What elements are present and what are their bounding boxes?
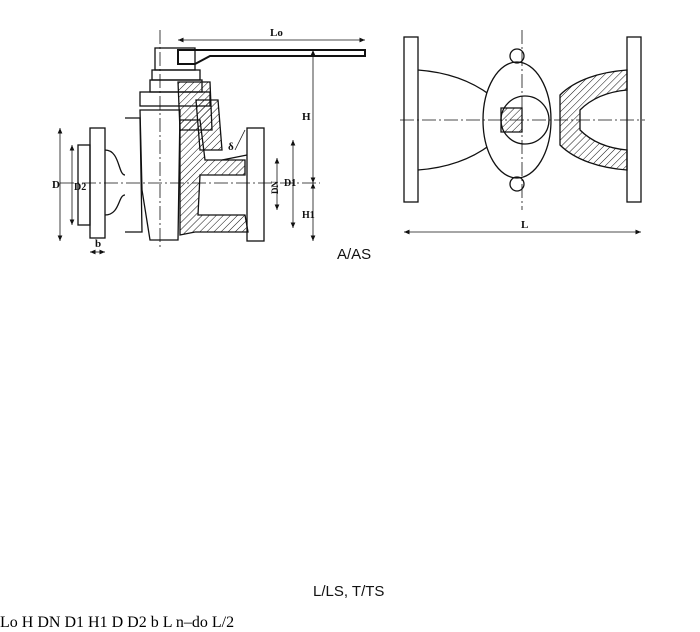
valve-drawing-sheet: Lo H δ DN D1 H1 D D2 b L [0, 27, 645, 631]
label-d: D [52, 179, 60, 191]
label-h: H [21, 614, 34, 631]
caption-l-ls-t-ts: L/LS, T/TS [313, 583, 385, 600]
handle-lever [177, 49, 366, 65]
label-dn: DN [37, 614, 61, 631]
label-lo: Lo [270, 27, 283, 39]
t-ts-plan-section-view: L/2 [212, 614, 234, 631]
label-l: L [521, 219, 528, 231]
label-d: D [111, 614, 124, 631]
label-b: b [95, 238, 101, 250]
label-d2: D2 [74, 182, 86, 193]
label-h1: H1 [88, 614, 108, 631]
a-as-plan-section-view: L [400, 30, 645, 235]
caption-a-as: A/AS [337, 246, 372, 263]
label-h: H [302, 111, 311, 123]
label-delta: δ [228, 141, 234, 153]
label-d1: D1 [284, 178, 296, 189]
label-l: L [162, 614, 172, 631]
label-dn: DN [270, 181, 280, 194]
technical-drawing: Lo H δ DN D1 H1 D D2 b L [52, 27, 645, 255]
label-b: b [150, 614, 159, 631]
a-as-side-section-view: Lo H δ DN D1 H1 D D2 b [52, 27, 366, 255]
label-d2: D2 [127, 614, 147, 631]
label-h1: H1 [302, 210, 315, 221]
label-lo: Lo [0, 614, 18, 631]
l-ls-side-section-view: Lo H DN D1 H1 D D2 b L n–do [0, 614, 212, 631]
label-l-half: L/2 [211, 614, 235, 631]
label-n-do: n–do [175, 614, 208, 631]
label-d1: D1 [64, 614, 85, 631]
